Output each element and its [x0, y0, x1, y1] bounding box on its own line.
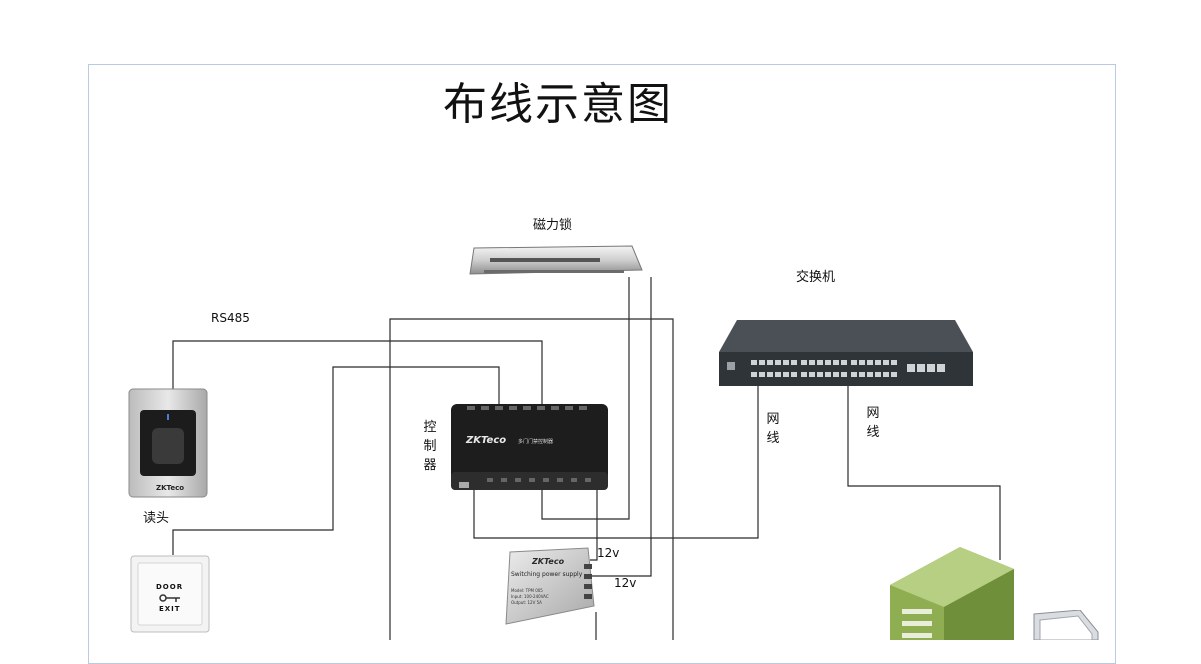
controller-label: 控制器 [423, 420, 437, 473]
monitor-device [1033, 610, 1099, 640]
wire-psu-controller [590, 490, 598, 561]
network-switch-device [719, 320, 973, 386]
psu-title: Switching power supply [511, 571, 583, 578]
exit-button-line2: EXIT [159, 605, 181, 613]
wire-exit-button [172, 366, 500, 555]
exit-button-line1: DOOR [156, 583, 184, 591]
wire-maglock-controller [541, 277, 630, 520]
psu-model: Model: TPM 005 [511, 588, 543, 593]
controller-caption: 多门门禁控制器 [518, 439, 554, 445]
psu-brand: ZKTeco [532, 557, 565, 566]
wiring-lines [172, 277, 1001, 640]
switch-label: 交换机 [796, 270, 836, 285]
wire-network-server [847, 385, 1001, 560]
power-label-bottom: 12v [614, 576, 637, 590]
reader-brand: ZKTeco [156, 484, 185, 492]
network-label-left: 网线 [766, 412, 780, 446]
controller-device [451, 404, 608, 490]
wire-rs485 [172, 340, 543, 410]
rs485-label: RS485 [211, 311, 250, 325]
exit-button-device [130, 555, 210, 633]
maglock-device [469, 245, 643, 275]
diagram-title: 布线示意图 [443, 79, 673, 130]
server-device [890, 547, 1014, 640]
controller-brand: ZKTeco [466, 435, 507, 446]
network-label-right: 网线 [866, 406, 880, 440]
psu-output: Output: 12V 5A [511, 600, 542, 605]
wire-power-loop [389, 318, 674, 640]
wire-network-controller [473, 385, 759, 539]
maglock-label: 磁力锁 [533, 218, 573, 233]
wire-maglock-psu [592, 277, 652, 577]
reader-device [128, 388, 208, 498]
power-supply-device [505, 547, 595, 625]
power-label-top: 12v [597, 546, 620, 560]
psu-input: Input: 100-240VAC [511, 594, 549, 599]
reader-label: 读头 [143, 511, 170, 526]
